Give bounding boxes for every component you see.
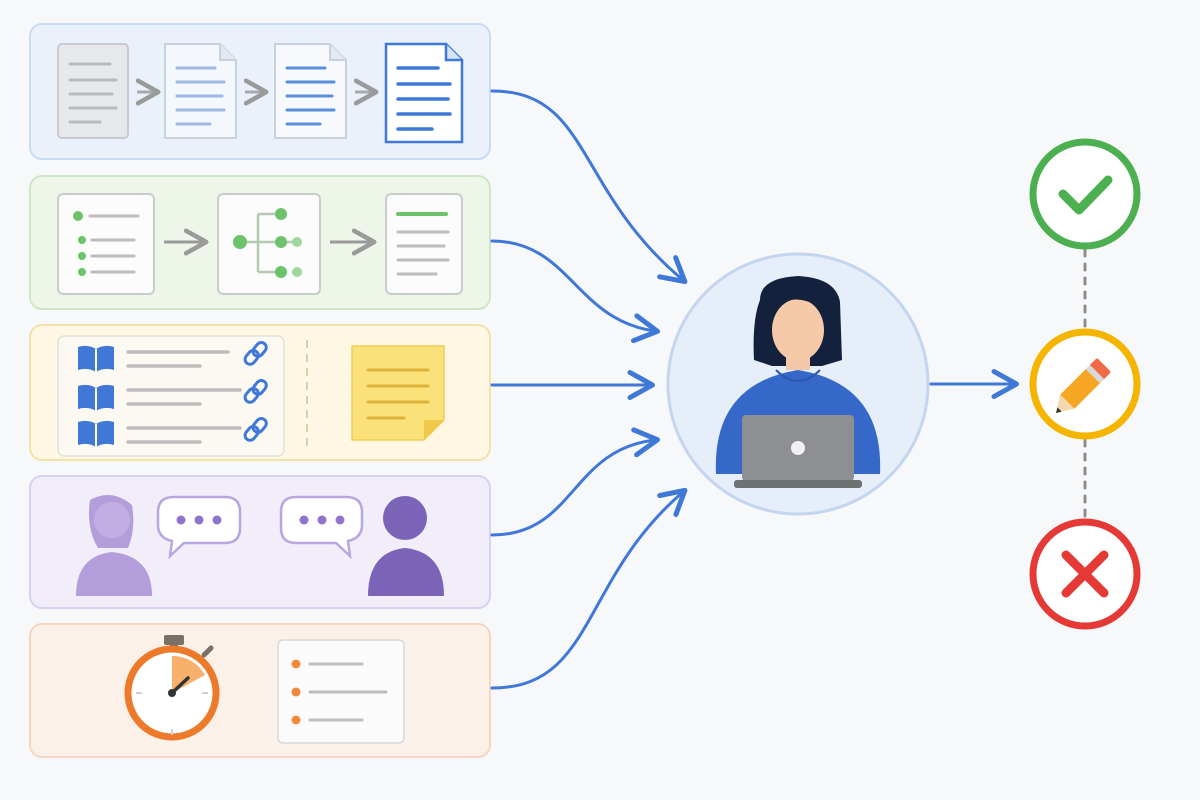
link-icon bbox=[243, 416, 268, 442]
person-left-icon bbox=[76, 495, 152, 596]
connector-arrow bbox=[490, 89, 688, 285]
reference-list-card bbox=[57, 335, 285, 457]
connector-arrow bbox=[490, 427, 660, 537]
link-icon bbox=[243, 340, 268, 366]
speech-bubble-icon bbox=[156, 495, 242, 560]
panel-references-notes bbox=[29, 324, 491, 461]
pencil-icon bbox=[1056, 358, 1111, 413]
panel-time-checklist bbox=[29, 623, 491, 758]
outline-list-icon bbox=[57, 193, 155, 295]
checklist-icon bbox=[277, 639, 405, 744]
panel-background bbox=[29, 623, 491, 758]
link-icon bbox=[243, 378, 268, 404]
sticky-note-icon bbox=[351, 345, 445, 441]
stopwatch-icon bbox=[124, 635, 220, 741]
organized-document-icon bbox=[385, 193, 463, 295]
revised-document-icon bbox=[164, 43, 237, 139]
panel-structure-planning bbox=[29, 175, 491, 310]
panel-conversation bbox=[29, 475, 491, 609]
outcome-accept bbox=[1029, 138, 1141, 250]
speech-bubble-icon bbox=[279, 495, 364, 560]
outcome-reject bbox=[1029, 518, 1141, 630]
book-icon bbox=[78, 384, 114, 411]
cross-icon bbox=[1061, 550, 1109, 598]
checkmark-icon bbox=[1058, 175, 1113, 215]
connector-arrow bbox=[490, 487, 688, 690]
outcome-revise bbox=[1029, 328, 1141, 440]
book-icon bbox=[78, 420, 114, 447]
center-person-node bbox=[666, 252, 930, 516]
laptop-icon bbox=[734, 415, 862, 488]
panel-document-revision bbox=[29, 23, 491, 160]
book-icon bbox=[78, 345, 114, 372]
connector-arrows bbox=[490, 89, 688, 690]
draft-document-icon bbox=[57, 43, 129, 139]
person-right-icon bbox=[368, 496, 444, 596]
improved-document-icon bbox=[274, 43, 347, 139]
final-document-icon bbox=[384, 42, 464, 144]
tree-structure-icon bbox=[217, 193, 321, 295]
connector-arrow bbox=[490, 239, 660, 344]
